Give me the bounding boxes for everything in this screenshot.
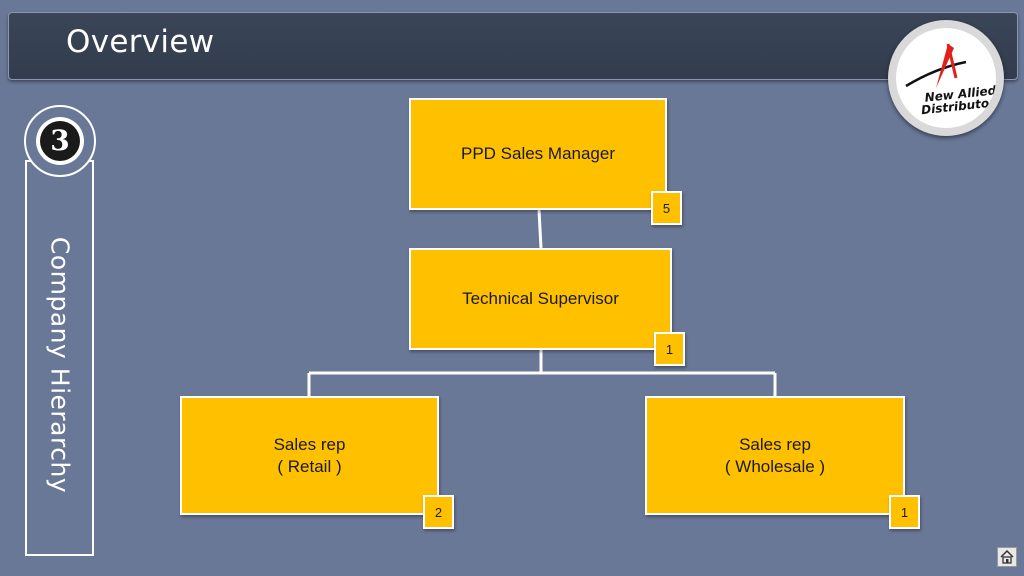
step-indicator: 3 (24, 105, 96, 177)
count-badge-sales-rep-wholesale: 1 (889, 495, 920, 529)
count-badge-sales-rep-retail: 2 (423, 495, 454, 529)
node-sales-rep-wholesale: Sales rep ( Wholesale ) (645, 396, 905, 515)
node-label-line-1: Sales rep (739, 434, 811, 454)
node-label-line-2: ( Wholesale ) (724, 456, 826, 476)
node-label-line-2: ( Retail ) (277, 456, 342, 476)
logo-arrow-icon (905, 43, 967, 88)
node-ppd-sales-manager: PPD Sales Manager (409, 98, 667, 210)
node-label-line-1: Sales rep (273, 434, 346, 454)
node-technical-supervisor: Technical Supervisor (409, 248, 672, 350)
node-sales-rep-retail: Sales rep ( Retail ) (180, 396, 439, 515)
node-label: Technical Supervisor (462, 289, 619, 308)
count-badge-ppd-sales-manager: 5 (651, 191, 682, 225)
home-icon (1000, 549, 1014, 564)
step-circle: 3 (36, 117, 84, 165)
step-inner: 3 (40, 121, 80, 161)
step-number: 3 (50, 124, 70, 157)
company-logo: New Allied Distributors (888, 20, 1004, 136)
logo-inner: New Allied Distributors (896, 28, 996, 128)
count-badge-technical-supervisor: 1 (654, 332, 685, 366)
page-title: Overview (66, 24, 215, 60)
home-button[interactable] (997, 547, 1017, 567)
header-bar (8, 12, 1018, 80)
connector-manager-supervisor (537, 209, 543, 249)
section-side-panel (25, 160, 94, 556)
node-label: PPD Sales Manager (460, 144, 616, 163)
